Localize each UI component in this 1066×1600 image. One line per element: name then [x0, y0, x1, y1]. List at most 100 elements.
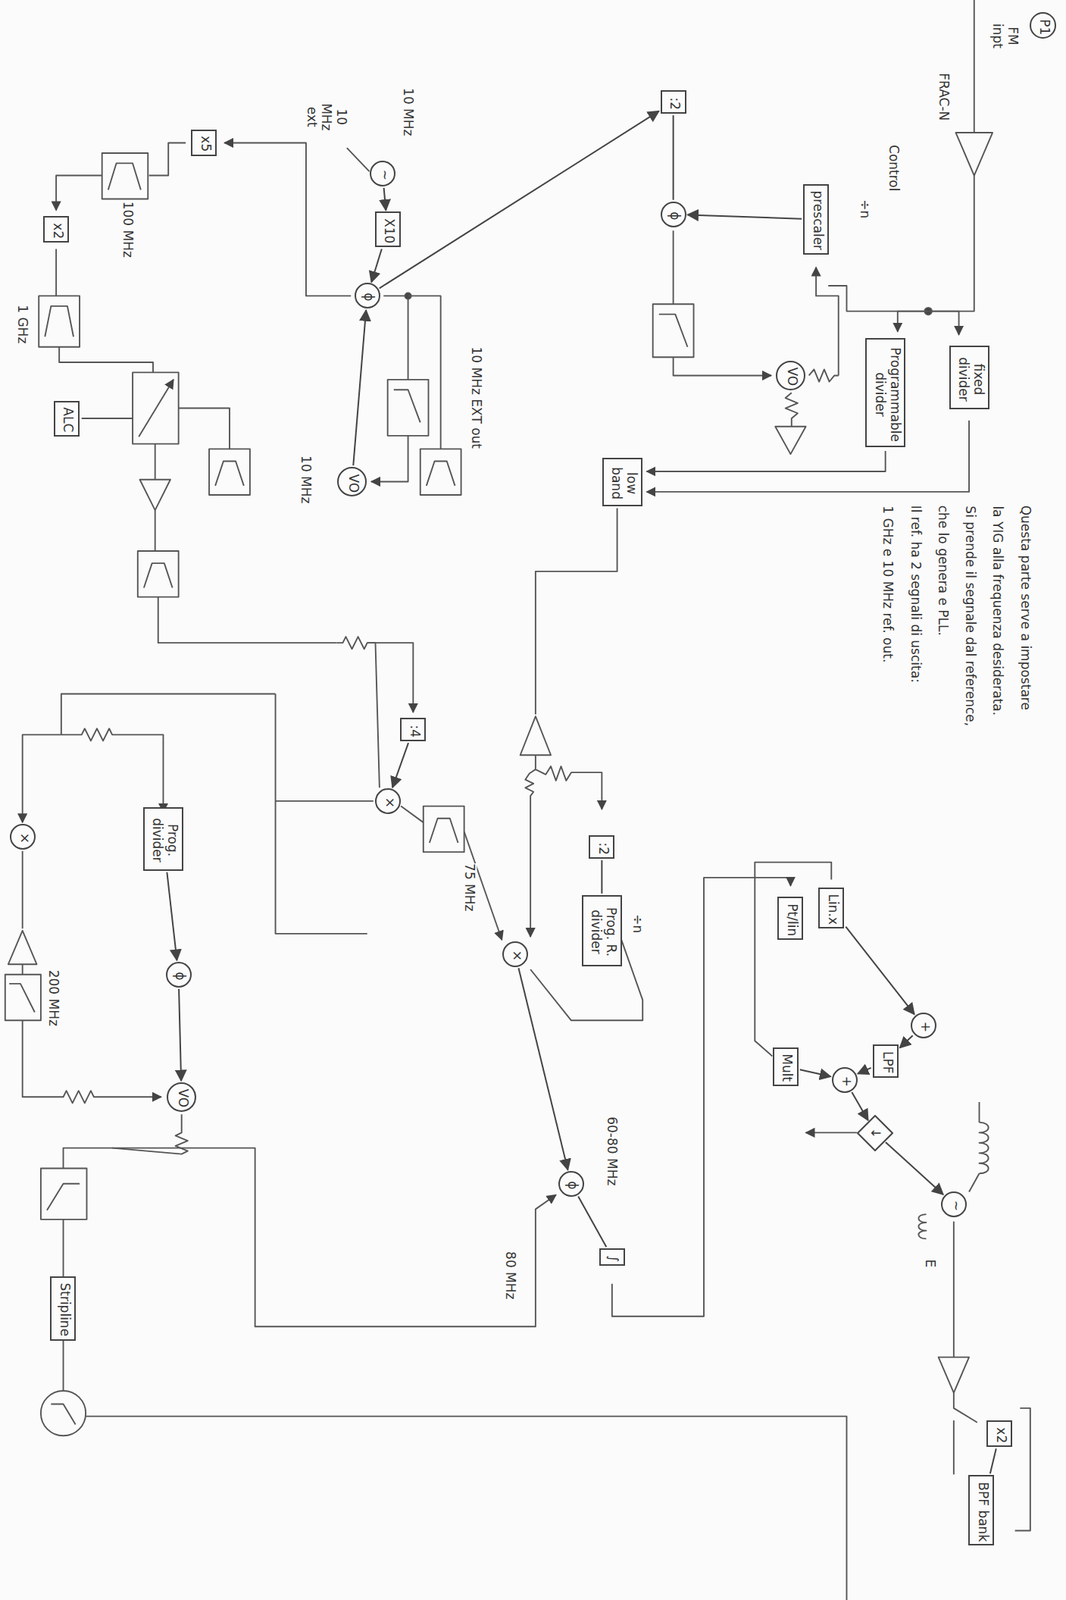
resistor-symbol [63, 1113, 188, 1168]
wires [5, 0, 1031, 1600]
text: x2 [50, 222, 66, 239]
process-box: Mult [772, 1047, 799, 1086]
resistor-symbol [22, 1019, 162, 1103]
connector [166, 872, 177, 960]
annotation: FM inpt [989, 19, 1021, 52]
text: :2 [595, 841, 611, 855]
text-block: VO [346, 473, 362, 493]
annotation: 100 MHz [118, 200, 136, 259]
annotation: 10 MHz [297, 454, 315, 504]
process-box: Prog. R. divider [581, 894, 623, 966]
text: Prog. divider [150, 813, 180, 867]
text: × [509, 950, 525, 961]
text-block: X10 [381, 218, 398, 244]
text: VO [175, 1088, 191, 1108]
annotation: 10 MHz ext [303, 93, 350, 141]
connector [578, 1195, 607, 1247]
annotation: Si prende il segnale dal reference, [961, 504, 979, 727]
label-text: 10 MHz ext [304, 94, 350, 141]
annotation: che lo genera e PLL. [934, 504, 951, 637]
label-text: FRAC-N [936, 72, 952, 121]
circle-block: ϕ [660, 201, 687, 228]
annotation: 80 MHz [501, 1250, 519, 1301]
connector [518, 967, 568, 1170]
text-block: ALC [60, 406, 76, 432]
text: Pt/lin [784, 903, 801, 936]
text: LPF [879, 1050, 895, 1074]
annotation: 10 MHz [400, 87, 417, 138]
process-box: Lin.x [818, 887, 845, 929]
text-block: low band [609, 464, 639, 503]
label-text: 80 MHz [503, 1250, 519, 1299]
text-block: ~ [376, 169, 392, 181]
connector [392, 742, 409, 788]
text: × [381, 797, 398, 808]
connector [178, 988, 182, 1081]
text-block: P1 [1036, 18, 1052, 35]
text-block: VO [784, 367, 801, 387]
process-box: prescaler [803, 184, 829, 255]
coil-symbol [979, 1122, 989, 1173]
circle-block: + [910, 1012, 937, 1038]
connector [885, 1141, 944, 1195]
text: X10 [381, 218, 398, 244]
circle-block: P1 [1029, 12, 1057, 39]
circle-block: × [9, 823, 36, 850]
bandpass-filter [137, 550, 179, 598]
label-text: 75 MHz [462, 862, 478, 911]
annotation: la YIG alla frequenza desiderata. [989, 504, 1007, 716]
lowpass-filter [387, 379, 429, 436]
label-text: 1 GHz e 10 MHz ref. out. [880, 505, 896, 663]
text-block: × [381, 797, 398, 808]
process-box: low band [602, 457, 643, 507]
label-text: Questa parte serve a impostare [1017, 505, 1033, 710]
text-block: BPF bank [975, 1481, 991, 1542]
process-box: :2 [588, 834, 615, 859]
lowpass-filter [653, 303, 694, 357]
bandpass-filter [209, 448, 251, 495]
process-box: :2 [660, 90, 687, 114]
annotation: ÷n [856, 199, 874, 220]
text: ~ [947, 1199, 963, 1210]
text-block: x2 [994, 1426, 1010, 1443]
text-block: × [509, 950, 525, 961]
text: VO [346, 473, 362, 493]
text: ϕ [667, 211, 683, 220]
resistor-symbol [809, 368, 839, 382]
text: × [16, 832, 32, 844]
text-block: :4 [406, 724, 423, 738]
connector [990, 1447, 997, 1473]
text: prescaler [809, 190, 826, 251]
resistor-symbol [61, 728, 164, 812]
process-box: Prog. divider [143, 806, 184, 871]
label-text: FM inpt [990, 20, 1020, 51]
amplifier-symbol [140, 479, 171, 510]
label-text: ÷n [630, 913, 646, 933]
label-text: 10 MHz [400, 87, 416, 136]
circle-block: × [502, 940, 529, 967]
circle-block: ϕ [558, 1170, 585, 1197]
annotation: FRAC-N [934, 71, 952, 122]
text-block: + [917, 1021, 933, 1032]
process-box: LPF [872, 1044, 899, 1078]
text: Programmable divider [872, 344, 902, 444]
text: Mult [779, 1053, 795, 1082]
text: Stripline [57, 1282, 73, 1337]
text-block: ϕ [565, 1180, 581, 1189]
bandpass-filter [420, 448, 462, 495]
bandpass-filter [38, 295, 80, 347]
annotation: 1 GHz [14, 304, 32, 345]
text: VO [784, 367, 801, 387]
text-block: VO [175, 1088, 191, 1108]
circle-block: × [375, 787, 401, 814]
decision-diamond: ↓ [856, 1114, 894, 1151]
bandpass-filter [102, 153, 149, 200]
text: ALC [60, 406, 76, 432]
resistor-symbol [336, 636, 380, 788]
text: :2 [667, 96, 683, 110]
text-block: x5 [197, 136, 213, 153]
circle-block: + [831, 1066, 858, 1093]
annotation: Questa parte serve a impostare [1016, 504, 1034, 711]
amplifier-symbol [520, 715, 551, 755]
amplifier-symbol [938, 1356, 970, 1393]
